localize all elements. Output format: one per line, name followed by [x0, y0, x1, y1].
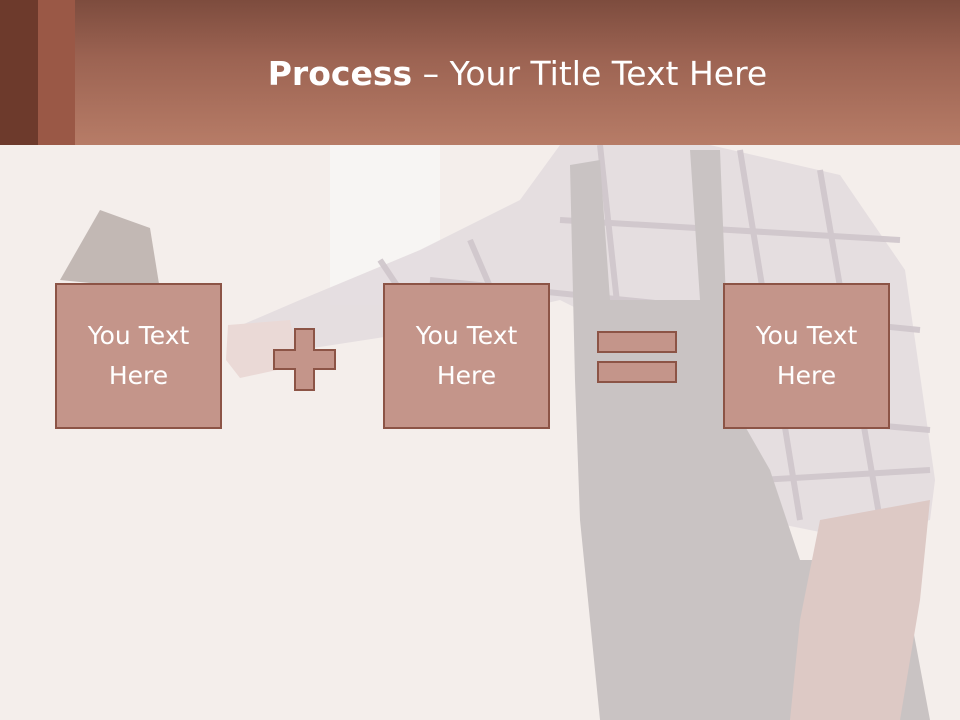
process-box-3[interactable]: You Text Here: [723, 283, 890, 429]
box-text-line2: Here: [108, 361, 169, 390]
accent-stripe-light: [38, 0, 75, 145]
box-text-line2: Here: [776, 361, 837, 390]
box-text-line1: You Text: [87, 321, 190, 350]
box-text-line2: Here: [436, 361, 497, 390]
accent-stripe-dark: [0, 0, 38, 145]
title-rest: Your Title Text Here: [449, 54, 768, 93]
box-text-line1: You Text: [415, 321, 518, 350]
slide-title[interactable]: Process – Your Title Text Here: [75, 52, 960, 96]
process-box-2[interactable]: You Text Here: [383, 283, 550, 429]
title-bold: Process: [267, 54, 413, 93]
equals-icon: [597, 331, 677, 383]
box-text-line1: You Text: [755, 321, 858, 350]
plus-icon: [273, 328, 336, 391]
title-dash: –: [412, 54, 450, 93]
process-box-1[interactable]: You Text Here: [55, 283, 222, 429]
title-bar: [0, 0, 960, 145]
